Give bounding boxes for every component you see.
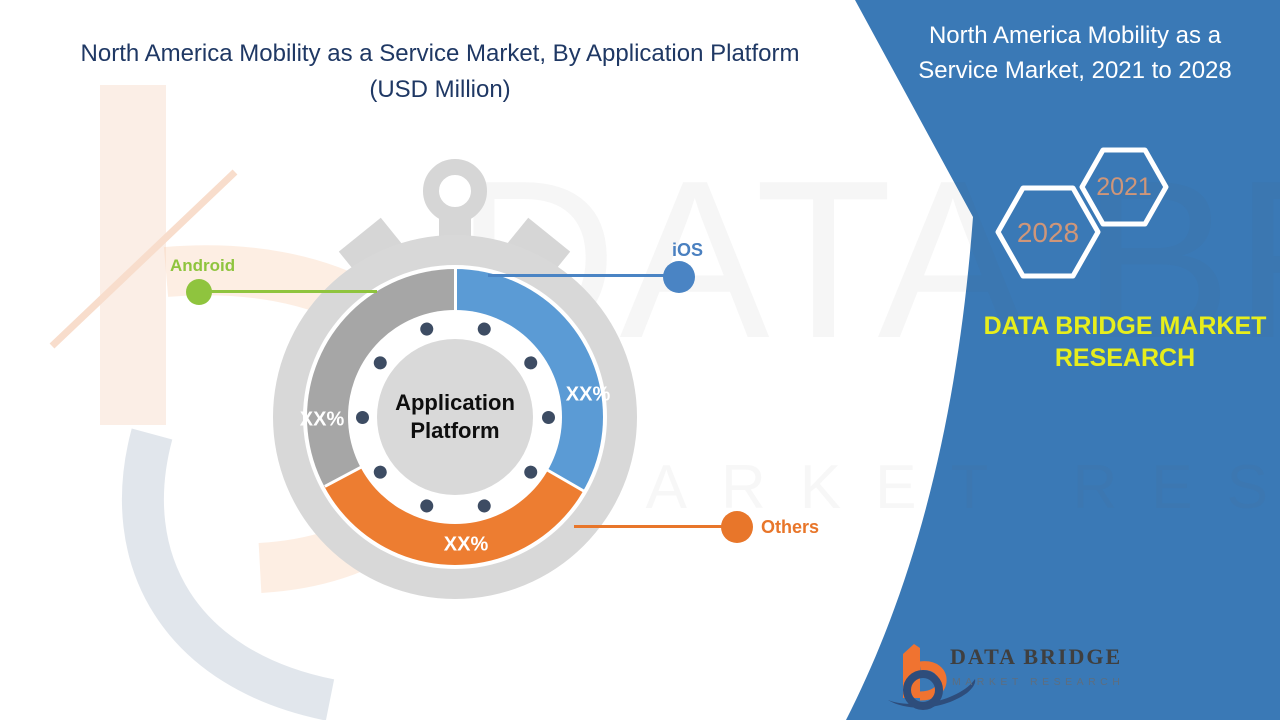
android-callout-dot	[186, 279, 212, 305]
android-label: Android	[170, 256, 236, 275]
year-hexagons	[995, 147, 1169, 279]
hexagon-2021	[1079, 147, 1169, 227]
segment-value-others: XX%	[443, 533, 489, 556]
segment-value-android: XX%	[299, 408, 345, 431]
ios-callout-line	[488, 274, 666, 277]
others-callout-line	[574, 525, 724, 528]
watermark-diagonal	[49, 169, 238, 349]
watermark-sub-text: MARKET RESEARCH	[560, 453, 1280, 522]
footer-logo-name: DATA BRIDGE	[950, 644, 1123, 669]
footer-logo-subtitle: MARKET RESEARCH	[952, 676, 1125, 688]
panel-brand-line2: RESEARCH	[1054, 344, 1196, 372]
ios-label: iOS	[672, 240, 704, 260]
data-bridge-logo-icon	[888, 644, 976, 710]
panel-brand-text: DATA BRIDGE MARKET RESEARCH	[955, 310, 1280, 374]
stopwatch-crown-ring	[423, 159, 487, 223]
hexagon-year-2021: 2021	[1096, 173, 1152, 201]
ios-callout-dot	[663, 261, 695, 293]
donut-chart: Application Platform	[307, 269, 603, 565]
others-label: Others	[761, 517, 820, 537]
watermark-b-stem	[100, 85, 166, 425]
page-title-line2: (USD Million)	[369, 76, 511, 103]
watermark-d-swoosh	[121, 428, 335, 720]
donut-center-circle	[377, 339, 533, 495]
panel-title-line2: Service Market, 2021 to 2028	[918, 57, 1232, 84]
tick-dot	[355, 410, 369, 424]
android-callout-line	[197, 290, 377, 293]
panel-title: North America Mobility as a Service Mark…	[895, 18, 1255, 88]
panel-title-line1: North America Mobility as a	[928, 22, 1222, 49]
logo-swoosh	[888, 679, 976, 708]
hexagon-year-2028: 2028	[1016, 217, 1080, 248]
segment-value-ios: XX%	[565, 383, 611, 406]
tick-dot	[541, 410, 555, 424]
others-callout-dot	[721, 511, 753, 543]
page-title-line1: North America Mobility as a Service Mark…	[80, 40, 800, 67]
panel-brand-line1: DATA BRIDGE MARKET	[983, 312, 1267, 340]
donut-center-label: Application Platform	[395, 390, 515, 443]
logo-b-bowl	[919, 661, 947, 701]
hexagon-2028	[995, 185, 1101, 279]
page-title: North America Mobility as a Service Mark…	[30, 36, 850, 108]
